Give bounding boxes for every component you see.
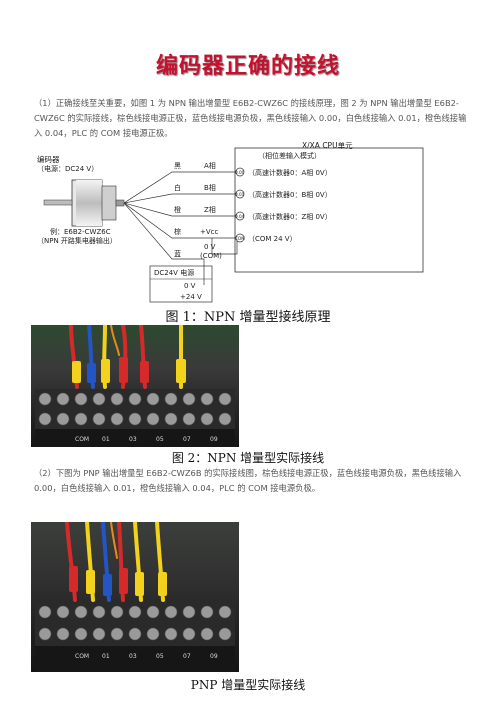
terminal-label: 09 [210, 653, 218, 660]
wire-color-orange: 橙 [174, 205, 181, 214]
terminal-screw [200, 392, 214, 406]
terminal-screw [164, 627, 178, 641]
terminal-screw [38, 412, 52, 426]
terminal-screw [92, 412, 106, 426]
terminal-004: 0.04 [235, 214, 245, 219]
terminal-screw [92, 605, 106, 619]
psu-24v: +24 V [180, 293, 202, 301]
terminal-screw [74, 392, 88, 406]
psu-box [149, 265, 213, 303]
photo-npn-wiring: COM 01 03 05 07 09 [31, 325, 239, 447]
terminal-screw [146, 412, 160, 426]
wire-color-black: 黑 [174, 162, 181, 170]
terminal-001: 0.01 [235, 192, 245, 197]
terminal-screw [56, 627, 70, 641]
terminal-label: 09 [210, 436, 218, 443]
terminal-screw [110, 412, 124, 426]
wiring-diagram: X/XA CPU单元 （相位差输入模式） 编码器 （电源：DC24 V） 例：E… [37, 142, 424, 303]
wire-color-brown: 棕 [174, 227, 181, 236]
figure3-caption: PNP 增量型实际接线 [190, 678, 306, 692]
desc-001: （高速计数器0：B相 0V） [248, 190, 332, 199]
wire-color-blue: 蓝 [174, 249, 181, 258]
terminal-screw [182, 605, 196, 619]
terminal-screw [128, 605, 142, 619]
page-title: 编码器正确的接线 [155, 54, 340, 79]
terminal-screw [164, 412, 178, 426]
figure2-caption: 图 2：NPN 增量型实际接线 [171, 451, 325, 465]
encoder-model: 例：E6B2-CWZ6C [50, 227, 111, 236]
terminal-label: 07 [183, 653, 191, 660]
terminal-000: 0.00 [235, 170, 245, 175]
terminal-screw [56, 392, 70, 406]
terminal-label: 03 [129, 436, 137, 443]
terminal-label: COM [75, 436, 89, 443]
terminal-screw [182, 627, 196, 641]
terminal-screw [200, 605, 214, 619]
terminal-screw [92, 392, 106, 406]
cpu-title: X/XA CPU单元 [302, 142, 353, 150]
cpu-subtitle: （相位差输入模式） [258, 151, 321, 160]
terminal-screw [38, 627, 52, 641]
desc-004: （高速计数器0：Z相 0V） [248, 212, 332, 221]
encoder-label: 编码器 [37, 154, 60, 164]
terminal-screw [128, 627, 142, 641]
encoder-output: （NPN 开路集电器输出） [37, 236, 117, 245]
terminal-screw [218, 392, 232, 406]
terminal-screw [200, 412, 214, 426]
terminal-screw [38, 392, 52, 406]
terminal-screw [218, 627, 232, 641]
terminal-screw [74, 627, 88, 641]
terminal-screw [92, 627, 106, 641]
terminal-screw [164, 392, 178, 406]
phase-z: Z相 [204, 205, 216, 214]
cpu-unit-box [234, 147, 424, 273]
psu-0v: 0 V [184, 282, 196, 290]
terminal-label: 07 [183, 436, 191, 443]
phase-0v: 0 V [204, 243, 216, 251]
terminal-label: 01 [102, 436, 110, 443]
desc-000: （高速计数器0：A相 0V） [248, 168, 332, 177]
terminal-screw [128, 412, 142, 426]
terminal-label: 01 [102, 653, 110, 660]
phase-b: B相 [204, 183, 216, 192]
terminal-screw [110, 605, 124, 619]
terminal-label: 05 [156, 436, 164, 443]
terminal-screw [74, 412, 88, 426]
terminal-label: 05 [156, 653, 164, 660]
terminal-screw [146, 627, 160, 641]
desc-com: （COM 24 V） [248, 235, 297, 243]
encoder-icon [43, 179, 125, 227]
phase-a: A相 [204, 161, 216, 170]
terminal-screw [110, 392, 124, 406]
terminal-screw [56, 605, 70, 619]
terminal-com: COM [235, 236, 245, 241]
terminal-screw [146, 392, 160, 406]
terminal-screw [164, 605, 178, 619]
terminal-label: 03 [129, 653, 137, 660]
terminal-screw [128, 392, 142, 406]
terminal-screw [182, 392, 196, 406]
paragraph-npn: （1）正确接线至关重要，如图 1 为 NPN 输出增量型 E6B2-CWZ6C … [34, 98, 467, 138]
wire-color-white: 白 [174, 183, 181, 192]
figure1-caption: 图 1：NPN 增量型接线原理 [165, 310, 331, 325]
terminal-screw [110, 627, 124, 641]
encoder-power: （电源：DC24 V） [37, 164, 98, 173]
psu-label: DC24V 电源 [154, 268, 194, 277]
paragraph-pnp: （2）下图为 PNP 输出增量型 E6B2-CWZ6B 的实际接线图，棕色线接电… [34, 468, 462, 493]
terminal-screw [182, 412, 196, 426]
terminal-screw [146, 605, 160, 619]
terminal-screw [38, 605, 52, 619]
terminal-screw [74, 605, 88, 619]
terminal-screw [218, 605, 232, 619]
photo-pnp-wiring: COM 01 03 05 07 09 [31, 522, 239, 672]
terminal-screw [200, 627, 214, 641]
phase-0v-com: (COM) [200, 252, 222, 260]
terminal-screw [218, 412, 232, 426]
phase-vcc: +Vcc [200, 228, 219, 236]
terminal-screw [56, 412, 70, 426]
terminal-label: COM [75, 653, 89, 660]
